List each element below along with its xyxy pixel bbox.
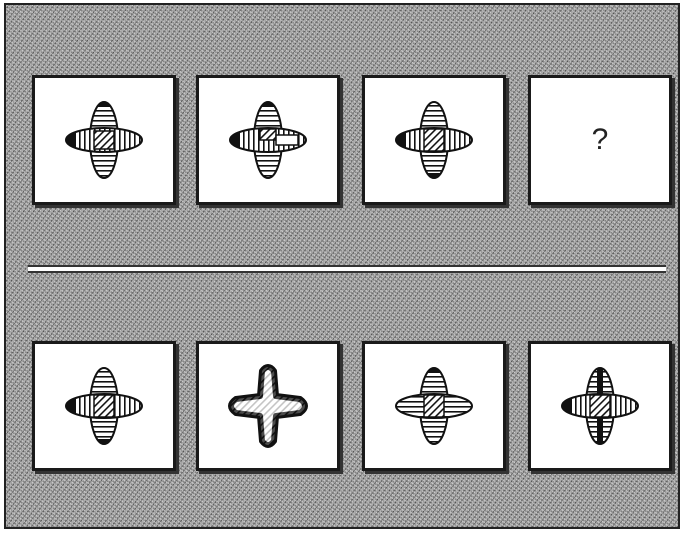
question-card-a2 xyxy=(196,75,340,205)
puzzle-board: ? xyxy=(4,3,680,529)
divider xyxy=(28,265,666,273)
cross-figure-icon xyxy=(54,95,154,185)
answer-option-4[interactable] xyxy=(528,341,672,471)
answer-option-2[interactable] xyxy=(196,341,340,471)
question-card-a1 xyxy=(32,75,176,205)
plus-shape-icon xyxy=(218,361,318,451)
cross-figure-icon xyxy=(550,361,650,451)
question-card-a3 xyxy=(362,75,506,205)
cross-figure-icon xyxy=(384,361,484,451)
question-mark: ? xyxy=(592,123,609,157)
question-card-a4: ? xyxy=(528,75,672,205)
cross-figure-icon xyxy=(384,95,484,185)
answer-option-3[interactable] xyxy=(362,341,506,471)
answer-option-1[interactable] xyxy=(32,341,176,471)
cross-figure-icon xyxy=(54,361,154,451)
cross-figure-icon xyxy=(218,95,318,185)
